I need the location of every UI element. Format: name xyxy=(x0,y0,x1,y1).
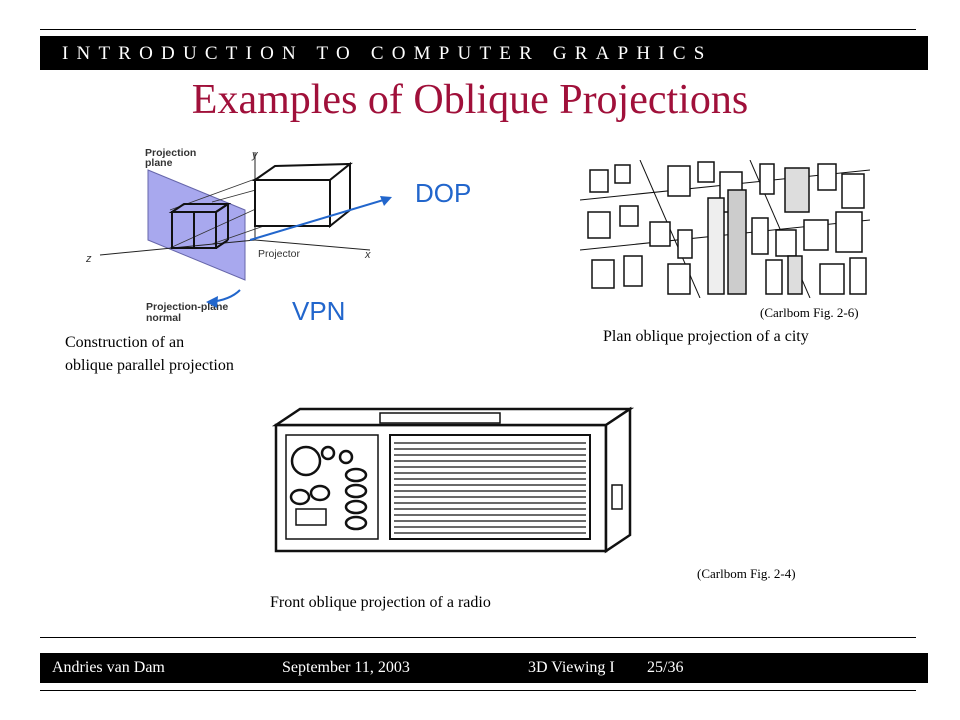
projected-box xyxy=(168,203,232,249)
x-axis-line xyxy=(254,239,371,251)
dop-label: DOP xyxy=(415,178,471,208)
slide-title: Examples of Oblique Projections xyxy=(191,77,749,123)
construction-caption-line-2: oblique parallel projection xyxy=(65,357,234,374)
radio-projection-image xyxy=(271,406,635,554)
radio-caption: Front oblique projection of a radio xyxy=(270,594,491,611)
bottom-rule xyxy=(40,690,916,691)
dop-arrowhead xyxy=(380,196,392,206)
projector-label: Projector xyxy=(258,248,301,260)
projection-plane-label-1: Projection xyxy=(145,147,196,159)
radio-credit: (Carlbom Fig. 2-4) xyxy=(697,566,796,581)
box-object xyxy=(251,161,353,229)
footer-author: Andries van Dam xyxy=(52,659,165,676)
footer-page-number: 25/36 xyxy=(647,659,684,676)
top-rule xyxy=(40,29,916,30)
course-banner-text: INTRODUCTION TO COMPUTER GRAPHICS xyxy=(62,43,713,64)
slide-footer: Andries van Dam September 11, 2003 3D Vi… xyxy=(40,653,928,683)
plane-normal-label-1: Projection-plane xyxy=(146,301,228,313)
footer-topic: 3D Viewing I xyxy=(528,659,615,676)
vpn-label: VPN xyxy=(292,296,345,326)
construction-caption: Construction of an oblique parallel proj… xyxy=(65,331,234,377)
city-caption: Plan oblique projection of a city xyxy=(603,328,809,345)
vpn-arrowhead xyxy=(206,296,218,308)
projection-plane-shape xyxy=(147,169,246,281)
city-projection-image xyxy=(580,160,870,298)
x-axis-label: x xyxy=(364,249,371,261)
construction-caption-line-1: Construction of an xyxy=(65,334,185,351)
dop-arrow xyxy=(249,197,391,241)
plane-normal-label-2: normal xyxy=(146,312,181,324)
projection-plane-label-2: plane xyxy=(145,157,173,169)
city-credit: (Carlbom Fig. 2-6) xyxy=(760,305,859,320)
course-banner: INTRODUCTION TO COMPUTER GRAPHICS xyxy=(40,36,928,70)
oblique-construction-figure: Projection plane y x z Projector Project… xyxy=(85,147,471,326)
footer-top-rule xyxy=(40,637,916,638)
footer-date: September 11, 2003 xyxy=(282,659,410,676)
z-axis-label: z xyxy=(85,253,92,265)
